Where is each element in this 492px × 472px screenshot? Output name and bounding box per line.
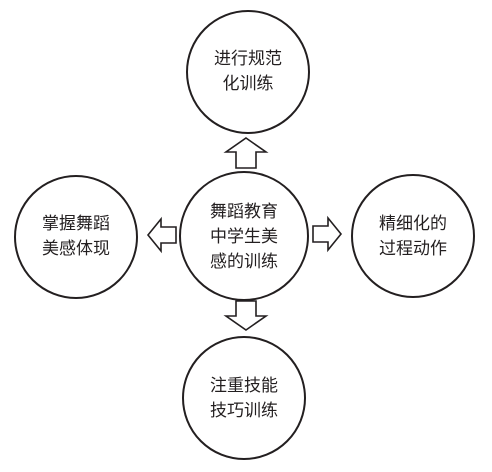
node-bottom-line-1: 注重技能 <box>210 376 278 396</box>
node-left-line-1: 掌握舞蹈 <box>42 214 110 234</box>
node-center-line-3: 感的训练 <box>210 252 278 272</box>
arrow-up-icon <box>223 137 269 169</box>
node-top-line-2: 化训练 <box>223 74 274 94</box>
arrow-down-icon <box>223 300 269 331</box>
node-right-line-2: 过程动作 <box>379 239 447 259</box>
arrow-left-icon <box>146 216 177 254</box>
node-bottom-circle <box>182 336 306 460</box>
node-right-circle <box>351 174 475 298</box>
node-right: 精细化的 过程动作 <box>351 174 475 298</box>
node-center-line-2: 中学生美 <box>210 227 278 247</box>
node-left: 掌握舞蹈 美感体现 <box>14 175 138 299</box>
node-center: 舞蹈教育 中学生美 感的训练 <box>179 171 309 301</box>
node-bottom: 注重技能 技巧训练 <box>182 336 306 460</box>
node-top: 进行规范 化训练 <box>186 10 310 134</box>
node-left-line-2: 美感体现 <box>42 239 110 259</box>
node-right-line-1: 精细化的 <box>379 214 447 234</box>
node-center-line-1: 舞蹈教育 <box>210 202 278 222</box>
node-bottom-line-2: 技巧训练 <box>210 401 278 421</box>
node-top-circle <box>186 10 310 134</box>
node-left-circle <box>14 175 138 299</box>
node-center-circle <box>179 171 309 301</box>
node-top-line-1: 进行规范 <box>214 49 282 69</box>
arrow-right-icon <box>312 215 343 253</box>
